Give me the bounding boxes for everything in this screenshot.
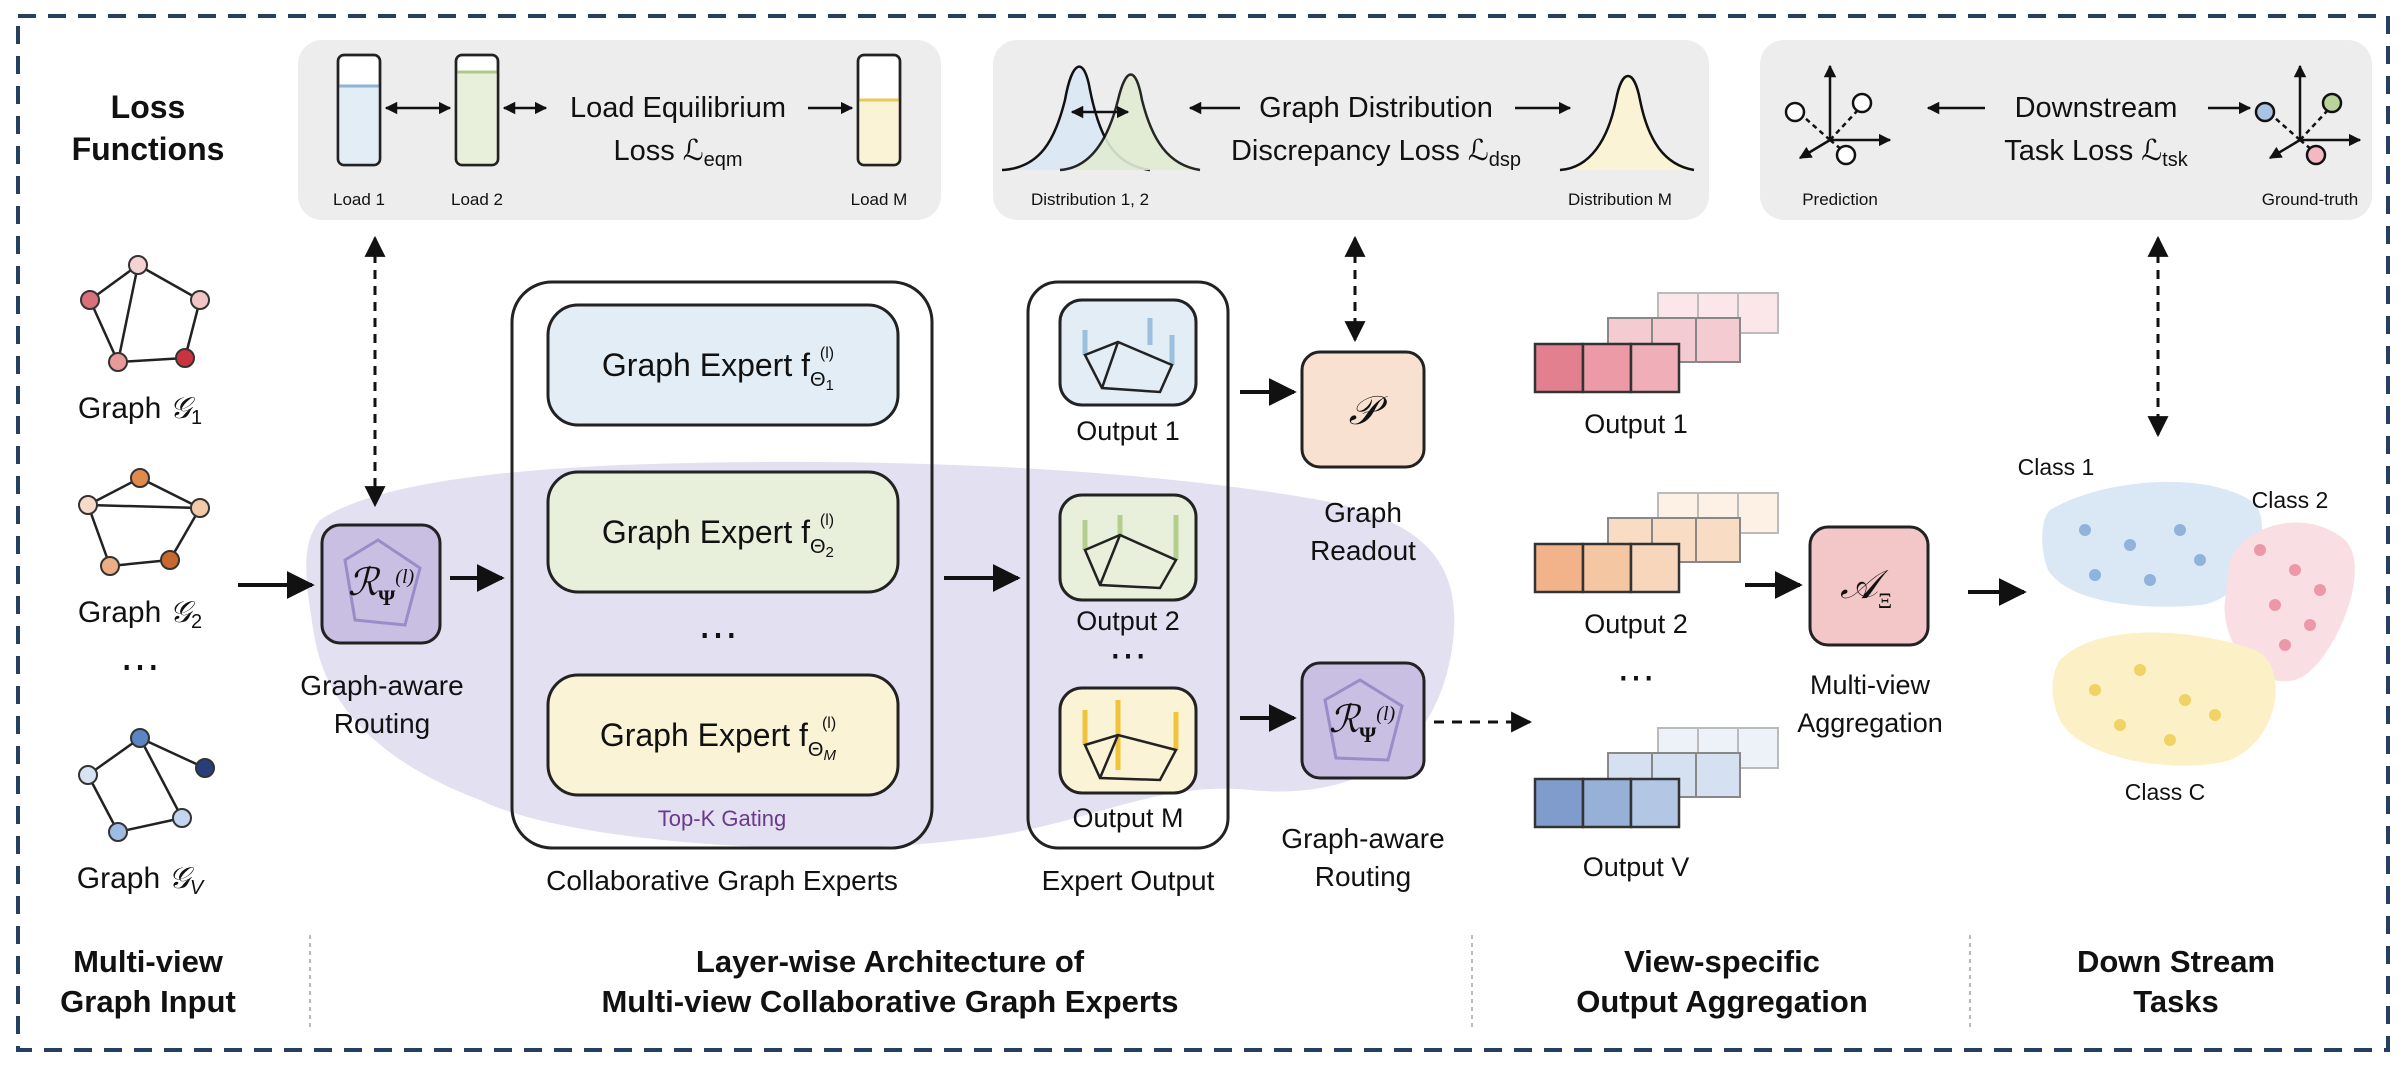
input-graph-1	[88, 263, 202, 364]
dsp-loss-line1: Graph Distribution	[1259, 92, 1493, 124]
dsp-loss-panel	[993, 40, 1709, 220]
load-bar-1-fill	[338, 86, 380, 165]
outer-frame	[16, 14, 2390, 1052]
class-c-cluster	[2052, 632, 2276, 766]
load-label-m: Load M	[851, 190, 908, 209]
view-output-2-label: Output 2	[1584, 609, 1688, 639]
expert-m-box	[546, 673, 900, 797]
expert-output-2-graph	[1082, 515, 1179, 590]
eqm-loss-line2: Loss ℒeqm	[613, 135, 742, 171]
expert-output-ellipsis: ⋯	[1109, 635, 1147, 677]
top-k-gating-label: Top-K Gating	[658, 806, 786, 831]
expert-output-caption: Expert Output	[1042, 865, 1215, 896]
experts-container	[510, 280, 934, 850]
routing-caption-line1: Graph-aware	[300, 670, 463, 701]
routing2-caption-line1: Graph-aware	[1281, 823, 1444, 854]
dsp-loss-line2: Discrepancy Loss ℒdsp	[1231, 135, 1521, 171]
aggregation-caption-line2: Aggregation	[1797, 708, 1943, 738]
routing-symbol: ℛΨ(l)	[348, 562, 415, 610]
eqm-loss-panel	[298, 40, 941, 220]
footer-col2-line1: Layer-wise Architecture of	[696, 944, 1085, 979]
dist-label-left: Distribution 1, 2	[1031, 190, 1149, 209]
footer-col1-line2: Graph Input	[60, 984, 236, 1019]
class-1-label: Class 1	[2018, 454, 2095, 480]
view-output-2-grid	[1533, 492, 1779, 594]
class-2-cluster	[2224, 522, 2355, 682]
view-output-v-grid	[1533, 727, 1779, 829]
expert-output-container	[1026, 280, 1230, 850]
routing2-caption-line2: Routing	[1315, 861, 1412, 892]
expert-2-box	[546, 470, 900, 594]
loss-heading-line2: Functions	[72, 131, 225, 167]
aggregation-box	[1808, 525, 1930, 647]
readout-caption-line1: Graph	[1324, 497, 1402, 528]
tsk-loss-line1: Downstream	[2015, 92, 2178, 124]
loss-heading-line1: Loss	[111, 89, 186, 125]
class-c-label: Class C	[2125, 779, 2206, 805]
input-graph-2	[86, 476, 202, 568]
routing2-symbol: ℛΨ(l)	[1329, 699, 1396, 747]
class-2-label: Class 2	[2252, 487, 2329, 513]
footer-col3-line1: View-specific	[1624, 944, 1820, 979]
eqm-loss-line1: Load Equilibrium	[570, 92, 786, 124]
tsk-loss-line2: Task Loss ℒtsk	[2004, 135, 2188, 171]
view-output-ellipsis: ⋯	[1617, 657, 1655, 699]
aggregation-caption-line1: Multi-view	[1810, 670, 1931, 700]
expert-output-1-graph	[1082, 318, 1175, 394]
expert-output-m-label: Output M	[1072, 803, 1183, 833]
graph-v-label: Graph 𝒢V	[77, 862, 205, 899]
experts-caption: Collaborative Graph Experts	[546, 865, 898, 896]
expert-2-label: Graph Expert fΘ2(l)	[602, 512, 834, 561]
footer-col4-line2: Tasks	[2133, 984, 2219, 1019]
footer-col3-line2: Output Aggregation	[1576, 984, 1868, 1019]
view-output-v-label: Output V	[1583, 852, 1690, 882]
routing-graph-icon	[343, 538, 422, 627]
graph-2-label: Graph 𝒢2	[78, 596, 202, 633]
distribution-2-curve	[1059, 73, 1201, 172]
distribution-m-curve	[1559, 75, 1695, 172]
expert-output-m-graph	[1082, 700, 1179, 782]
footer-col4-line1: Down Stream	[2077, 944, 2275, 979]
load-bar-m-fill	[858, 100, 900, 165]
graph-1-label: Graph 𝒢1	[78, 392, 202, 429]
load-label-1: Load 1	[333, 190, 385, 209]
dist-label-right: Distribution M	[1568, 190, 1672, 209]
routing2-graph-icon	[1323, 678, 1404, 762]
view-output-1-grid	[1533, 292, 1779, 394]
routing-caption-line2: Routing	[334, 708, 431, 739]
expert-output-1-box	[1058, 298, 1198, 407]
expert-1-label: Graph Expert fΘ1(l)	[602, 345, 834, 394]
footer-col1-line1: Multi-view	[73, 944, 224, 979]
expert-output-2-label: Output 2	[1076, 606, 1180, 636]
load-label-2: Load 2	[451, 190, 503, 209]
gt-label: Ground-truth	[2262, 190, 2358, 209]
readout-box	[1300, 350, 1426, 469]
load-bar-2-fill	[456, 72, 498, 165]
pred-label: Prediction	[1802, 190, 1878, 209]
prediction-axes-icon	[1798, 64, 1892, 160]
graph-ellipsis: ⋯	[120, 645, 160, 689]
footer-col2-line2: Multi-view Collaborative Graph Experts	[601, 984, 1178, 1019]
tsk-loss-panel	[1760, 40, 2372, 220]
expert-m-label: Graph Expert fΘM(l)	[600, 715, 837, 764]
routing2-box	[1300, 661, 1426, 780]
input-graph-v	[86, 736, 206, 834]
view-output-1-label: Output 1	[1584, 409, 1688, 439]
readout-caption-line2: Readout	[1310, 535, 1416, 566]
expert-output-1-label: Output 1	[1076, 416, 1180, 446]
experts-ellipsis: ⋯	[698, 613, 738, 657]
expert-1-box	[546, 303, 900, 427]
